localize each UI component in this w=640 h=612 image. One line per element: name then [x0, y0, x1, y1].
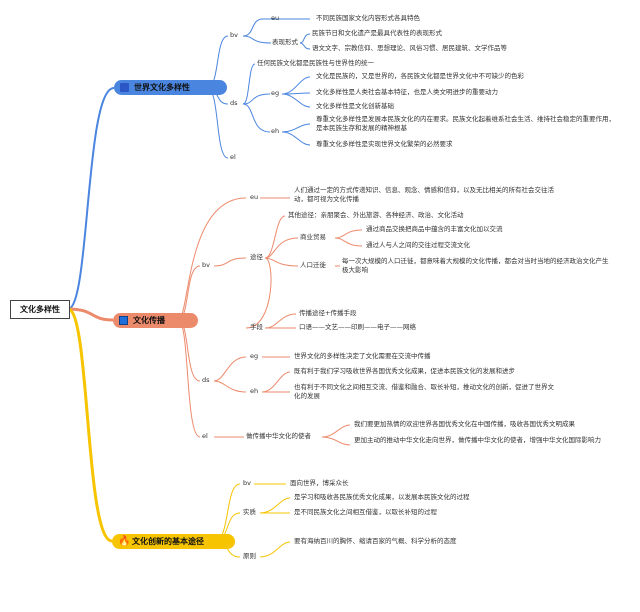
node-spread-el[interactable]: el — [202, 432, 208, 440]
node-diversity-forms-1[interactable]: 民族节日和文化遗产是最具代表性的表现形式 — [312, 29, 442, 37]
branch-label: 世界文化多样性 — [134, 83, 190, 92]
globe-icon — [120, 83, 129, 92]
node-diversity-eu-text[interactable]: 不同民族国家文化内容形式各具特色 — [316, 14, 420, 22]
node-spread-ds[interactable]: ds — [202, 376, 210, 384]
node-innovation-principle[interactable]: 原则 — [243, 552, 256, 560]
branch-label: 文化创新的基本途径 — [132, 537, 204, 546]
node-spread-eg[interactable]: eg — [250, 352, 259, 360]
node-spread-migration[interactable]: 人口迁徙 — [300, 261, 326, 269]
node-diversity-eg-1[interactable]: 文化是民族的，又是世界的，各民族文化都是世界文化中不可缺少的色彩 — [316, 72, 524, 80]
node-innovation-bv-text[interactable]: 面向世界，博采众长 — [290, 479, 349, 487]
node-innovation-essence-2[interactable]: 是不同民族文化之间相互借鉴，以取长补短的过程 — [294, 508, 437, 516]
branch-label: 文化传播 — [133, 316, 165, 325]
root-topic[interactable]: 文化多样性 — [10, 300, 70, 319]
node-spread-means-2[interactable]: 口语——文艺——印刷——电子——网络 — [299, 323, 416, 331]
node-spread-messenger[interactable]: 做传播中华文化的使者 — [246, 432, 311, 440]
node-diversity-eg[interactable]: eg — [271, 89, 280, 97]
node-spread-messenger-2[interactable]: 更加主动的推动中华文化走向世界，做传播中华文化的使者，增强中华文化国际影响力 — [354, 436, 601, 444]
node-innovation-bv[interactable]: bv — [243, 479, 251, 487]
node-spread-route-1[interactable]: 其他途径：亲朋聚会、外出旅游、各种经济、政治、文化活动 — [288, 211, 464, 219]
node-diversity-eu[interactable]: eu — [271, 14, 280, 22]
branch-world-cultural-diversity[interactable]: 世界文化多样性 — [114, 80, 227, 95]
node-spread-means-1[interactable]: 传播途径+传播手段 — [299, 309, 357, 317]
node-diversity-unity[interactable]: 任何民族文化都是民族性与世界性的统一 — [257, 59, 374, 67]
node-spread-trade-1[interactable]: 通过商品交换把商品中蕴含的丰富文化加以交流 — [366, 225, 503, 233]
node-spread-route[interactable]: 途径 — [250, 253, 263, 261]
node-diversity-eg-2[interactable]: 文化多样性是人类社会基本特征，也是人类文明进步的重要动力 — [316, 88, 498, 96]
node-diversity-ds[interactable]: ds — [230, 99, 238, 107]
node-diversity-eh-1[interactable]: 尊重文化多样性是发展本民族文化的内在要求。民族文化起着维系社会生活、维持社会稳定… — [316, 115, 615, 132]
node-diversity-eg-3[interactable]: 文化多样性是文化创新基础 — [316, 102, 394, 110]
node-spread-eh-2[interactable]: 也有利于不同文化之间相互交流、借鉴和融合、取长补短，推动文化的创新，促进了世界文… — [294, 383, 554, 400]
node-diversity-el[interactable]: el — [230, 153, 236, 161]
node-spread-eu-text[interactable]: 人们通过一定的方式传递知识、信息、观念、情感和信仰，以及无比相关的所有社会交往活… — [294, 186, 554, 203]
node-spread-migration-1[interactable]: 每一次大规模的人口迁徙，都意味着大规模的文化传播，都会对当时当地的经济政治文化产… — [342, 257, 609, 274]
node-diversity-forms[interactable]: 表现形式 — [272, 38, 298, 46]
node-spread-bv[interactable]: bv — [202, 261, 210, 269]
node-spread-eh-1[interactable]: 既有利于我们学习吸收世界各国优秀文化成果，促进本民族文化的发展和进步 — [294, 367, 515, 375]
node-spread-trade-2[interactable]: 通过人与人之间的交往过程交流文化 — [366, 241, 470, 249]
node-diversity-eh-2[interactable]: 尊重文化多样性是实现世界文化繁荣的必然要求 — [316, 140, 453, 148]
flame-icon: 🔥 — [118, 536, 131, 547]
node-spread-eu[interactable]: eu — [250, 193, 259, 201]
node-spread-eh[interactable]: eh — [250, 387, 259, 395]
node-diversity-eh[interactable]: eh — [271, 127, 280, 135]
branch-cultural-spread[interactable]: 文化传播 — [113, 313, 198, 328]
node-spread-means[interactable]: 手段 — [250, 323, 263, 331]
blue-square-icon — [119, 316, 128, 325]
node-diversity-bv[interactable]: bv — [230, 31, 238, 39]
node-spread-messenger-1[interactable]: 我们要更加热情的欢迎世界各国优秀文化在中国传播，吸收各国优秀文明成果 — [354, 420, 575, 428]
node-diversity-forms-2[interactable]: 语文文字、宗教信仰、思想理论、风俗习惯、居民建筑、文学作品等 — [312, 44, 507, 52]
node-spread-trade[interactable]: 商业贸易 — [300, 233, 326, 241]
node-innovation-principle-1[interactable]: 要有海纳百川的胸怀、缩请百家的气概、科学分析的态度 — [294, 537, 457, 545]
node-spread-eg-text[interactable]: 世界文化的多样性决定了文化需要在交流中传播 — [294, 352, 431, 360]
node-innovation-essence[interactable]: 实质 — [243, 508, 256, 516]
node-innovation-essence-1[interactable]: 是学习和吸收各民族优秀文化成果，以发展本民族文化的过程 — [294, 493, 470, 501]
branch-cultural-innovation[interactable]: 🔥 文化创新的基本途径 — [112, 534, 235, 549]
